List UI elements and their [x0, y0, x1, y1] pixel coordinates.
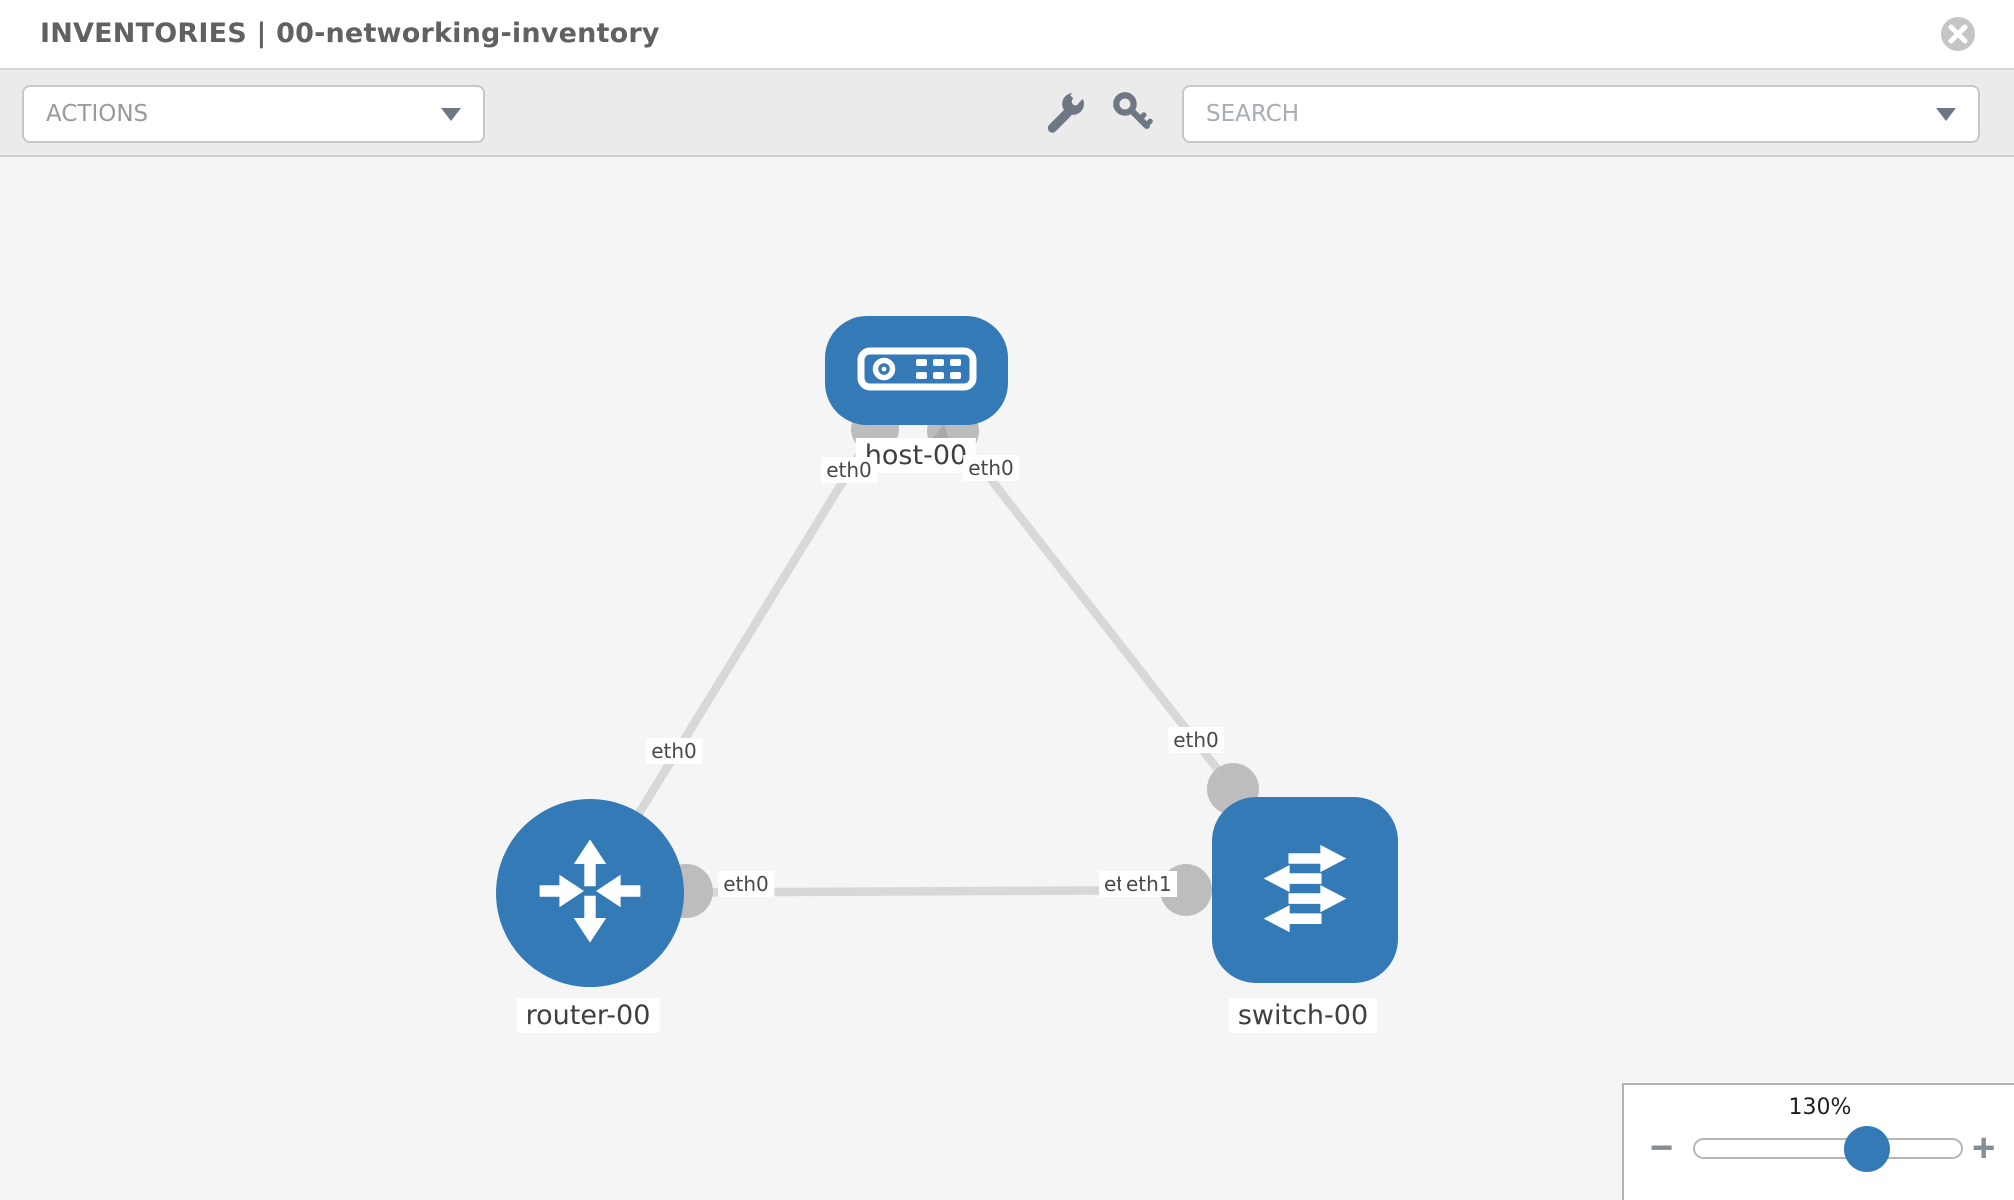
node-router-00[interactable] [496, 799, 684, 987]
node-switch-00[interactable] [1212, 797, 1398, 983]
zoom-slider-thumb[interactable] [1844, 1125, 1890, 1172]
zoom-level-value: 130% [1788, 1095, 1852, 1120]
interface-label-host-right: eth0 [963, 455, 1019, 481]
page-title: INVENTORIES | 00-networking-inventory [40, 18, 660, 49]
zoom-slider-track[interactable] [1693, 1125, 1963, 1172]
key-button[interactable] [1110, 89, 1156, 135]
chevron-down-icon [441, 108, 461, 121]
interface-label-switch-end-front: eth1 [1121, 871, 1177, 897]
close-icon [1940, 17, 1976, 55]
zoom-in-button[interactable]: + [1972, 1126, 1996, 1170]
key-icon [1110, 92, 1156, 138]
topology-canvas[interactable] [0, 159, 2014, 1200]
node-label-switch: switch-00 [1228, 998, 1378, 1033]
node-host-00[interactable] [825, 316, 1008, 425]
chevron-down-icon [1936, 108, 1956, 121]
interface-label-host-switch-link: eth0 [1168, 727, 1224, 753]
wrench-icon [1042, 83, 1090, 138]
interface-label-router-end: eth0 [718, 871, 774, 897]
zoom-control-panel: 130% − + [1622, 1083, 2014, 1200]
router-icon [530, 831, 650, 955]
switch-icon [1246, 829, 1364, 951]
interface-label-host-router-link: eth0 [646, 738, 702, 764]
search-dropdown-label: SEARCH [1206, 101, 1300, 127]
search-dropdown[interactable]: SEARCH [1182, 85, 1980, 143]
host-icon [857, 345, 977, 397]
interface-label-host-left: eth0 [821, 457, 877, 483]
zoom-out-button[interactable]: − [1650, 1126, 1674, 1170]
actions-dropdown-label: ACTIONS [46, 101, 149, 127]
tools-button[interactable] [1042, 83, 1090, 138]
page-header: INVENTORIES | 00-networking-inventory [0, 0, 2014, 70]
close-button[interactable] [1940, 16, 1976, 52]
toolbar: ACTIONS SEARCH [0, 70, 2014, 157]
actions-dropdown[interactable]: ACTIONS [22, 85, 485, 143]
node-label-router: router-00 [516, 998, 660, 1033]
